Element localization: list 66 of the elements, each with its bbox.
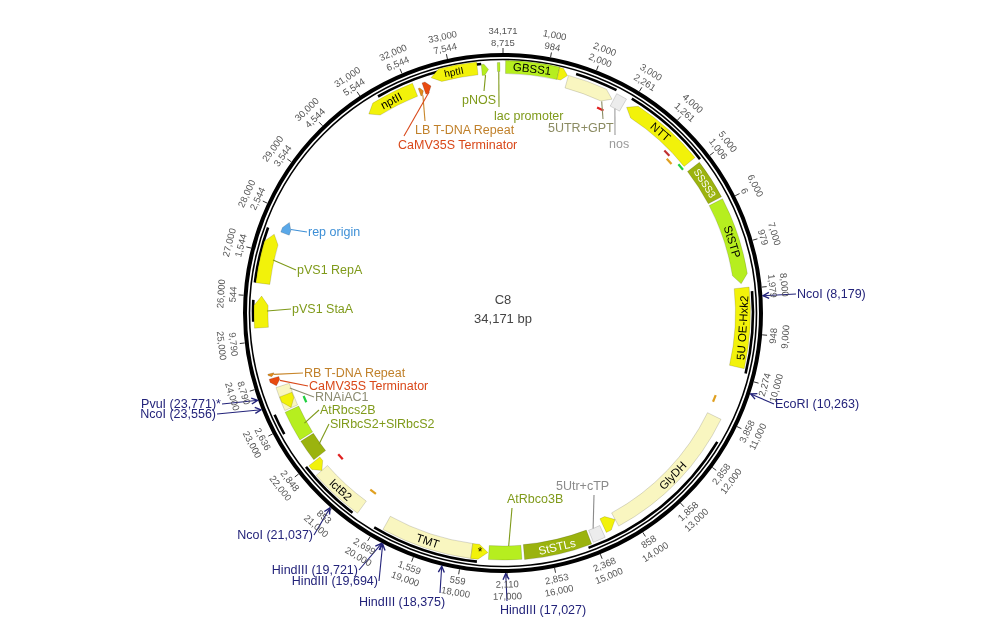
leader-line [601, 100, 604, 120]
leader-line [279, 379, 309, 387]
feature-label: 5U OE-Hxk2 [734, 295, 751, 361]
leader-line [592, 494, 595, 529]
tick-label: 948 [766, 327, 780, 345]
feature-segment [505, 60, 568, 81]
feature-label: CaMV35S Terminator [398, 137, 518, 153]
tick-label: 26,000 [214, 278, 228, 309]
feature-label: pVS1 StaA [292, 301, 354, 317]
feature-label: nptII [378, 90, 404, 112]
feature-label: AtRbcs2B [320, 402, 376, 418]
feature-label: SlRbcS2+SlRbcS2 [330, 416, 435, 432]
leader-line [378, 543, 386, 582]
feature-label: LB T-DNA Repeat [415, 122, 515, 138]
leader-line [422, 94, 426, 122]
leader-line [273, 372, 304, 375]
tick-label: 9,790 [226, 331, 241, 357]
leader-line [272, 259, 297, 271]
restriction-site-label: HindIII (17,027) [500, 602, 587, 618]
leader-line [358, 542, 383, 571]
leader-line [762, 291, 797, 300]
feature-label: hptII [443, 64, 465, 80]
leader-line [318, 423, 330, 445]
tick-label: 8,715 [491, 36, 515, 48]
tick-label: 1,979 [766, 273, 780, 299]
feature-label: nos [609, 136, 630, 152]
feature-label: pNOS [462, 92, 497, 108]
leader-line [498, 71, 500, 108]
feature-label: NTT [648, 120, 673, 144]
feature-label: StSTP [721, 224, 743, 260]
tick-label: 34,171 [488, 24, 518, 36]
leader-line [508, 507, 513, 547]
tick-label: 559 [448, 573, 467, 587]
leader-line [216, 406, 262, 415]
leader-line [437, 565, 446, 594]
leader-line [221, 397, 259, 405]
tick-label: 9,000 [778, 324, 792, 350]
feature-label: pVS1 RepA [297, 262, 363, 278]
feature-label: rep origin [308, 224, 361, 240]
plasmid-name: C8 [494, 292, 512, 308]
feature-label: StSTLs [537, 536, 577, 557]
feature-label: 5Utr+cTP [556, 478, 610, 494]
plasmid-length: 34,171 bp [474, 311, 532, 327]
feature-segment [382, 515, 489, 560]
leader-line [290, 228, 308, 233]
feature-label: RNAiAC1 [315, 389, 369, 405]
leader-line [303, 409, 320, 424]
restriction-site-label: HindIII (18,375) [359, 594, 446, 610]
feature-label: RB T-DNA Repeat [304, 365, 406, 381]
tick-label: 25,000 [214, 330, 229, 361]
feature-label: AtRbco3B [507, 491, 564, 507]
leader-line [266, 308, 292, 312]
leader-line [313, 507, 331, 536]
leader-line [614, 108, 616, 136]
restriction-site-label: NcoI (8,179) [797, 286, 866, 302]
tick-label: 6 [738, 186, 752, 196]
leader-line [403, 91, 430, 137]
asterisk-label: * [477, 544, 483, 559]
feature-label: TMT [414, 531, 441, 551]
leader-line [750, 392, 775, 405]
tick-label: 544 [226, 286, 239, 303]
tick-label: 8,000 [777, 272, 792, 298]
tick-label: 979 [755, 228, 771, 247]
leader-line [289, 387, 315, 398]
feature-label: GBSS1 [512, 60, 552, 77]
leader-line [483, 74, 487, 92]
